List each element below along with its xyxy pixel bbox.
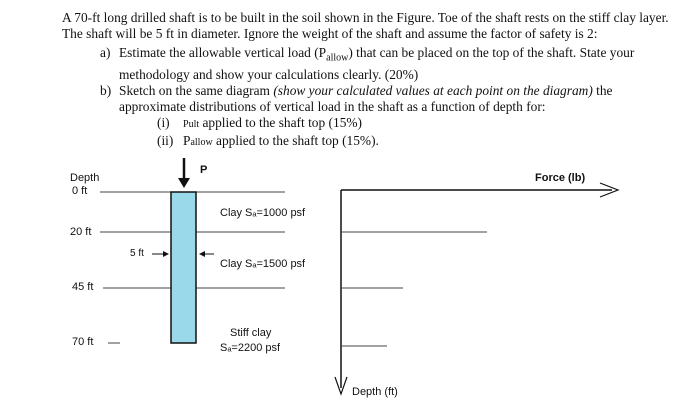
layer3-label-line1: Stiff clay xyxy=(230,327,272,339)
part-b-label: b) xyxy=(100,82,112,98)
part-b-text-end: the approximate distributions of vertica… xyxy=(119,82,613,114)
layer3-label-line2: Sₐ=2200 psf xyxy=(220,342,281,354)
drilled-shaft xyxy=(170,191,197,344)
subpart-ii-label: (ii) xyxy=(157,132,174,148)
subpart-ii-text: Pallow applied to the shaft top (15%). xyxy=(183,133,379,151)
diameter-arrowhead-right xyxy=(199,251,205,257)
subpart-i-subscript: ult xyxy=(188,118,200,130)
subparts: (i) Pult applied to the shaft top (15%) … xyxy=(157,115,677,151)
part-b-text-start: Sketch on the same diagram xyxy=(119,82,274,98)
depth-label-20ft: 20 ft xyxy=(70,226,92,238)
diameter-arrowhead-left xyxy=(163,251,169,257)
problem-intro: A 70-ft long drilled shaft is to be buil… xyxy=(62,10,669,41)
part-a-label: a) xyxy=(100,45,111,60)
layer1-label: Clay Sₐ=1000 psf xyxy=(220,207,306,219)
diameter-label: 5 ft xyxy=(130,248,144,259)
force-axis-arrowhead xyxy=(599,182,620,198)
subpart-ii-symbol: P xyxy=(183,132,191,148)
soil-profile-diagram: Depth 0 ft 20 ft 45 ft 70 ft P 5 ft Clay… xyxy=(0,150,700,410)
subpart-i-text: Pult applied to the shaft top (15%) xyxy=(183,115,362,133)
part-a-text: Estimate the allowable vertical load (Pa… xyxy=(119,45,677,83)
load-arrow-head xyxy=(178,178,190,188)
depth-label-45ft: 45 ft xyxy=(72,281,94,293)
depth-label-0ft: 0 ft xyxy=(72,185,88,197)
part-a-text-end: ) that can be placed on the top of the s… xyxy=(119,45,635,82)
subpart-i-label: (i) xyxy=(157,114,170,130)
subpart-ii-body: applied to the shaft top (15%). xyxy=(212,132,379,148)
subpart-i-body: applied to the shaft top (15%) xyxy=(199,114,363,130)
subpart-ii: (ii) Pallow applied to the shaft top (15… xyxy=(157,133,677,151)
depth-axis-arrowhead xyxy=(334,376,348,396)
force-axis-label: Force (lb) xyxy=(535,172,586,184)
part-a-text-start: Estimate the allowable vertical load (P xyxy=(119,45,327,60)
problem-parts: a) Estimate the allowable vertical load … xyxy=(100,45,677,151)
part-a-subscript: allow xyxy=(326,52,349,64)
part-b: b) Sketch on the same diagram (show your… xyxy=(100,83,677,115)
depth-title: Depth xyxy=(70,172,100,184)
depth-axis-label: Depth (ft) xyxy=(352,386,398,398)
problem-statement: A 70-ft long drilled shaft is to be buil… xyxy=(62,10,677,151)
depth-label-70ft: 70 ft xyxy=(72,336,94,348)
load-label: P xyxy=(200,164,208,176)
subpart-i-symbol: P xyxy=(183,118,189,130)
subpart-ii-subscript: allow xyxy=(190,136,213,148)
subpart-i: (i) Pult applied to the shaft top (15%) xyxy=(157,115,677,133)
part-b-italic: (show your calculated values at each poi… xyxy=(273,82,593,98)
diagram-graphics xyxy=(100,158,620,396)
part-a: a) Estimate the allowable vertical load … xyxy=(100,45,677,83)
part-b-text: Sketch on the same diagram (show your ca… xyxy=(119,83,677,115)
layer2-label: Clay Sₐ=1500 psf xyxy=(220,258,306,270)
